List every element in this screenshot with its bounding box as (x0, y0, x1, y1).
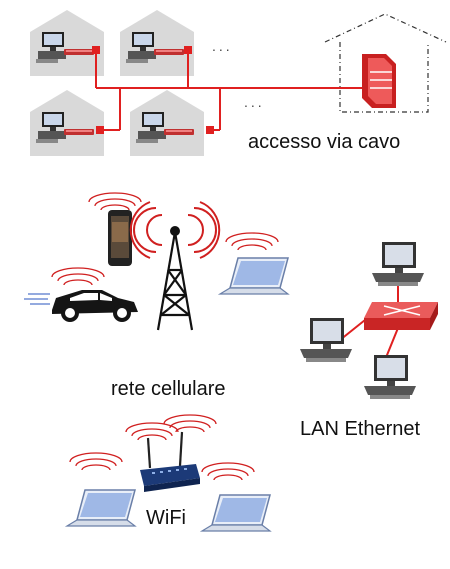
cmts-icon (362, 54, 396, 108)
house-1 (30, 10, 104, 76)
ethernet-section (300, 242, 438, 399)
wifi-section (66, 414, 271, 532)
cell-tower-icon (129, 201, 221, 331)
ethernet-pc-top (372, 242, 424, 286)
ethernet-pc-left (300, 318, 352, 362)
ellipsis-top: ... (212, 38, 233, 54)
cable-junctions (92, 46, 214, 134)
cable-access-section (30, 10, 447, 156)
house-3 (30, 90, 104, 156)
ethernet-switch-icon (364, 302, 438, 330)
cable-access-label: accesso via cavo (248, 131, 401, 153)
car-icon (24, 267, 138, 322)
ethernet-label: LAN Ethernet (300, 418, 421, 440)
house-4 (130, 90, 204, 156)
wifi-label: WiFi (146, 507, 186, 529)
wifi-laptop-right (201, 462, 271, 532)
cellular-laptop-icon (219, 232, 289, 295)
ethernet-pc-bottom (364, 355, 416, 399)
cable-headend-house (324, 13, 447, 113)
ellipsis-bottom: ... (244, 94, 265, 110)
wifi-router-icon (125, 414, 217, 492)
house-2 (120, 10, 194, 76)
cellular-section (24, 192, 289, 331)
wifi-laptop-left (66, 452, 136, 527)
smartphone-icon (88, 192, 142, 266)
cellular-label: rete cellulare (111, 378, 226, 400)
